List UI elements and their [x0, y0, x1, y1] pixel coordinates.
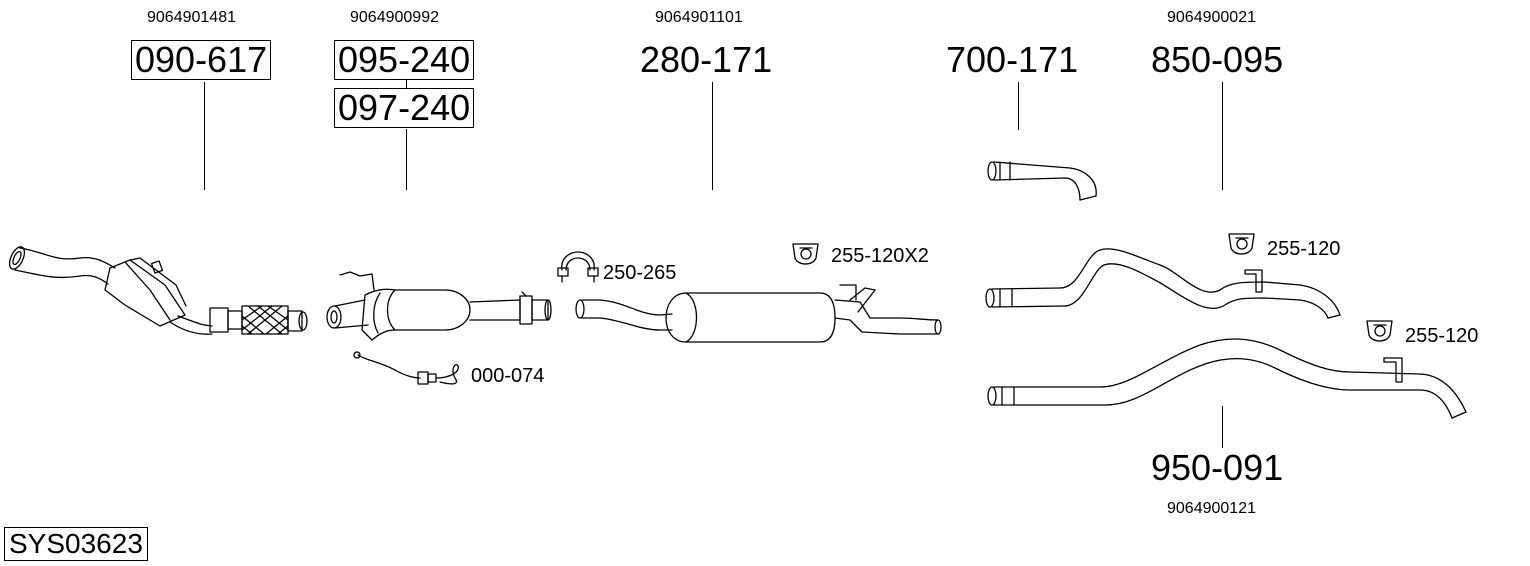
accessory-label-hanger-silencer[interactable]: 255-120X2 [831, 245, 929, 267]
system-code-label: SYS03623 [4, 527, 148, 561]
end-pipe-drawing[interactable] [987, 161, 1097, 201]
sensor-icon[interactable] [353, 351, 459, 385]
center-silencer-drawing[interactable] [575, 284, 942, 343]
catalytic-converter-drawing[interactable] [6, 245, 308, 335]
oe-number-catalyst: 9064901481 [147, 9, 236, 26]
part-number-catalyst[interactable]: 090-617 [131, 40, 272, 80]
tail-pipe-1-drawing[interactable] [985, 248, 1341, 319]
oe-number-silencer: 9064901101 [655, 9, 743, 26]
leader-line-dpf-connector [406, 80, 407, 89]
part-number-end-pipe[interactable]: 700-171 [946, 39, 1079, 80]
accessory-label-hanger-tail-2[interactable]: 255-120 [1405, 325, 1479, 347]
leader-line-tail-pipe-1 [1222, 82, 1223, 190]
oe-number-tail-pipe-1: 9064900021 [1167, 9, 1256, 26]
leader-line-end-pipe [1018, 82, 1019, 130]
leader-line-silencer [712, 82, 713, 190]
leader-line-catalyst [204, 82, 205, 190]
particulate-filter-drawing[interactable] [326, 271, 552, 341]
tail-pipe-2-drawing[interactable] [987, 338, 1467, 419]
leader-line-tail-pipe-2 [1222, 406, 1223, 448]
part-number-dpf-a[interactable]: 095-240 [334, 40, 475, 80]
part-number-dpf-b[interactable]: 097-240 [334, 88, 475, 128]
accessory-label-clamp[interactable]: 250-265 [603, 262, 677, 284]
accessory-label-hanger-tail-1[interactable]: 255-120 [1267, 238, 1341, 260]
part-number-silencer[interactable]: 280-171 [640, 39, 773, 80]
rubber-hanger-icon [792, 243, 819, 265]
oe-number-dpf: 9064900992 [350, 9, 439, 26]
part-number-tail-pipe-1[interactable]: 850-095 [1151, 39, 1284, 80]
rubber-hanger-icon [1366, 320, 1393, 342]
rubber-hanger-icon [1228, 233, 1255, 255]
accessory-label-sensor[interactable]: 000-074 [471, 365, 545, 387]
clamp-icon [557, 251, 599, 283]
leader-line-dpf [406, 129, 407, 190]
part-number-tail-pipe-2[interactable]: 950-091 [1151, 447, 1284, 488]
oe-number-tail-pipe-2: 9064900121 [1167, 500, 1256, 517]
